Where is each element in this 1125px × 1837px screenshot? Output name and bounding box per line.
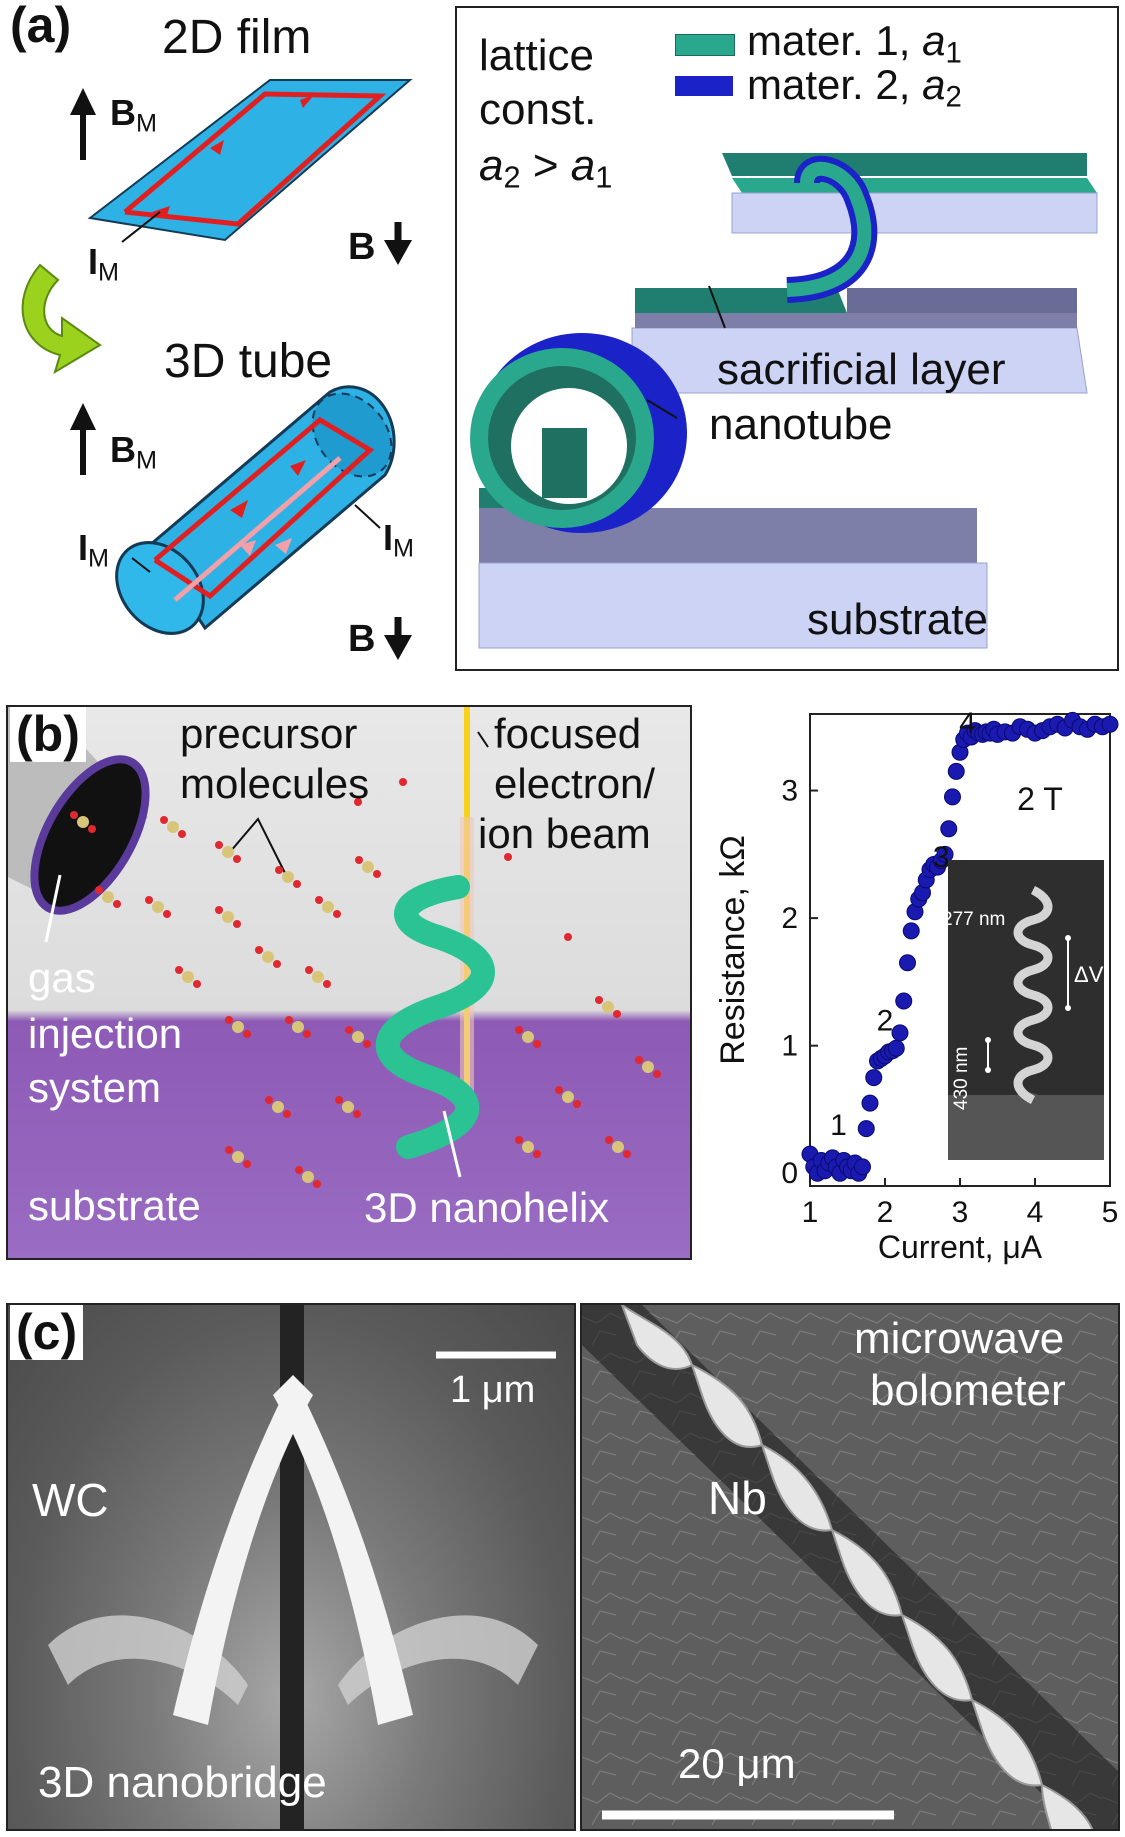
data-point: [940, 820, 958, 838]
inset-label-dv: ΔV: [1074, 962, 1104, 987]
film-tube-schematic: [21, 79, 413, 660]
lattice-relation: a2 > a1: [479, 141, 613, 195]
im-label-tube-right: IM: [383, 517, 414, 563]
im-label-tube-left: IM: [78, 527, 109, 573]
legend-swatch-mat1: [675, 34, 735, 56]
data-point: [887, 1039, 905, 1057]
beam-label-line1: focused: [494, 710, 642, 757]
nanobridge-label: 3D nanobridge: [38, 1758, 327, 1807]
tube: [115, 385, 396, 635]
data-point: [865, 1069, 883, 1087]
legend-swatch-mat2: [675, 76, 733, 96]
panel-a-tag: (a): [4, 0, 78, 53]
step-label: 2: [877, 1004, 894, 1037]
nanohelix-shape: [375, 875, 495, 1159]
helix-sem-inset: 277 nm ΔV 430 nm: [942, 860, 1104, 1160]
x-axis-label: Current, μA: [878, 1229, 1043, 1265]
b-label-top: B: [348, 226, 376, 268]
gis-label-line2: injection: [28, 1010, 183, 1057]
x-tick-label: 1: [802, 1196, 819, 1229]
field-label: 2 T: [1017, 781, 1063, 817]
data-point: [891, 1024, 909, 1042]
deposition-schematic: [8, 707, 661, 1188]
rollup-schematic: [470, 153, 1098, 649]
sacrificial-layer-label: sacrificial layer: [717, 345, 1006, 394]
tube-title: 3D tube: [164, 335, 333, 388]
x-tick-label: 4: [1027, 1196, 1044, 1229]
data-point: [857, 1120, 875, 1138]
x-tick-label: 3: [952, 1196, 969, 1229]
inset-label-430: 430 nm: [951, 1046, 972, 1110]
legend-label-mat1: mater. 1, a1: [747, 17, 962, 70]
film-current-loop: [123, 91, 387, 227]
y-tick-label: 3: [781, 775, 798, 808]
data-point: [854, 1158, 871, 1176]
data-point: [895, 992, 913, 1010]
gis-label-line3: system: [28, 1064, 162, 1111]
transform-arrow: [21, 263, 102, 375]
step-label: 1: [830, 1109, 847, 1142]
data-point: [861, 1094, 879, 1112]
legend-label-mat2: mater. 2, a2: [747, 61, 962, 114]
b-label-bottom: B: [348, 618, 376, 660]
bm-label-top: BM: [110, 92, 157, 138]
nanobridge-shape: [48, 1305, 556, 1829]
spiral-ribbon: [620, 1305, 1094, 1829]
lattice-line2: const.: [479, 85, 597, 134]
nanotube-label: nanotube: [709, 400, 893, 449]
lattice-line1: lattice: [479, 31, 594, 80]
nanotube-fabrication-box: lattice const. a2 > a1 mater. 1, a1 mate…: [455, 6, 1119, 671]
scale-label-right: 20 μm: [678, 1740, 796, 1787]
bm-label-bottom: BM: [110, 429, 157, 475]
precursor-molecules: [70, 778, 661, 1188]
im-label-film: IM: [88, 241, 119, 287]
y-tick-label: 1: [781, 1030, 798, 1063]
film-sheet: [87, 79, 413, 242]
y-tick-label: 2: [781, 902, 798, 935]
bolometer-label-line2: bolometer: [870, 1366, 1066, 1415]
y-tick-label: 0: [781, 1157, 798, 1190]
inset-helix: [948, 885, 1104, 1160]
step-label: 3: [933, 841, 950, 874]
nanobridge-sem: (c) 1 μm WC 3D nanobridge: [6, 1303, 576, 1831]
y-axis-label: Resistance, kΩ: [714, 835, 752, 1065]
scale-label-left: 1 μm: [450, 1369, 536, 1411]
x-tick-label: 5: [1102, 1196, 1119, 1229]
data-point: [1101, 715, 1119, 733]
bolometer-sem: microwave bolometer Nb 20 μm: [580, 1303, 1120, 1831]
substrate-label-a: substrate: [807, 595, 988, 644]
fib-deposition-box: (b) precursor molecules focused electron…: [6, 705, 692, 1260]
precursor-label-line2: molecules: [180, 760, 370, 807]
step-label: 4: [959, 707, 976, 740]
nb-label: Nb: [708, 1472, 767, 1524]
data-point: [947, 762, 965, 780]
data-point: [899, 954, 916, 972]
beam-label-line2: electron/: [494, 760, 656, 807]
bolometer-label-line1: microwave: [854, 1314, 1065, 1363]
x-tick-label: 2: [877, 1196, 894, 1229]
film-title: 2D film: [162, 11, 312, 64]
substrate-label-b: substrate: [28, 1182, 201, 1229]
panel-c-tag: (c): [10, 1305, 84, 1360]
beam-label-line3: ion beam: [478, 810, 651, 857]
gis-label-line1: gas: [28, 954, 96, 1001]
precursor-label-line1: precursor: [180, 710, 358, 757]
inset-label-277: 277 nm: [942, 909, 1006, 930]
data-point: [944, 788, 961, 806]
panel-b-tag: (b): [10, 707, 86, 762]
wc-label: WC: [32, 1474, 109, 1526]
bolometer-shape: [582, 1305, 1118, 1829]
data-point: [936, 845, 954, 863]
nanohelix-label: 3D nanohelix: [364, 1184, 610, 1231]
data-point: [902, 922, 920, 940]
